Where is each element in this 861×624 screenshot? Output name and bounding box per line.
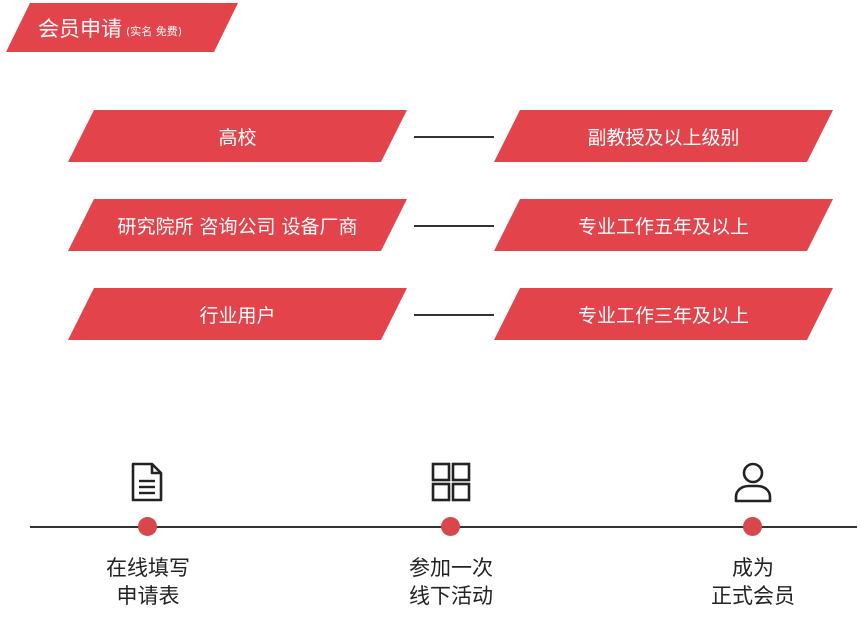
step-label-line: 成为 <box>732 556 774 580</box>
step-label: 在线填写 申请表 <box>68 554 228 610</box>
step-label-line: 申请表 <box>116 584 180 608</box>
connector-line <box>414 225 494 227</box>
requirement-row: 研究院所 咨询公司 设备厂商 专业工作五年及以上 <box>0 199 861 251</box>
grid-icon <box>431 462 471 502</box>
connector-line <box>414 136 494 138</box>
step-label-line: 线下活动 <box>409 584 493 608</box>
step-label: 成为 正式会员 <box>673 554 833 610</box>
requirement-condition: 专业工作五年及以上 <box>494 199 833 251</box>
section-title-banner: 会员申请 (实名 免费) <box>6 3 238 52</box>
requirement-category: 行业用户 <box>68 288 407 340</box>
step-label-line: 正式会员 <box>711 584 795 608</box>
timeline-dot <box>441 517 460 536</box>
section-title: 会员申请 <box>38 16 122 41</box>
connector-line <box>414 314 494 316</box>
document-icon <box>131 462 163 502</box>
step-label-line: 参加一次 <box>409 556 493 580</box>
requirement-row: 高校 副教授及以上级别 <box>0 110 861 162</box>
user-icon <box>734 462 772 503</box>
requirement-condition: 副教授及以上级别 <box>494 110 833 162</box>
step-label-line: 在线填写 <box>106 556 190 580</box>
timeline-dot <box>743 517 762 536</box>
requirement-category: 高校 <box>68 110 407 162</box>
requirement-category: 研究院所 咨询公司 设备厂商 <box>68 199 407 251</box>
section-subtitle: (实名 免费) <box>126 24 183 38</box>
requirement-row: 行业用户 专业工作三年及以上 <box>0 288 861 340</box>
step-label: 参加一次 线下活动 <box>371 554 531 610</box>
timeline-dot <box>138 517 157 536</box>
requirement-condition: 专业工作三年及以上 <box>494 288 833 340</box>
